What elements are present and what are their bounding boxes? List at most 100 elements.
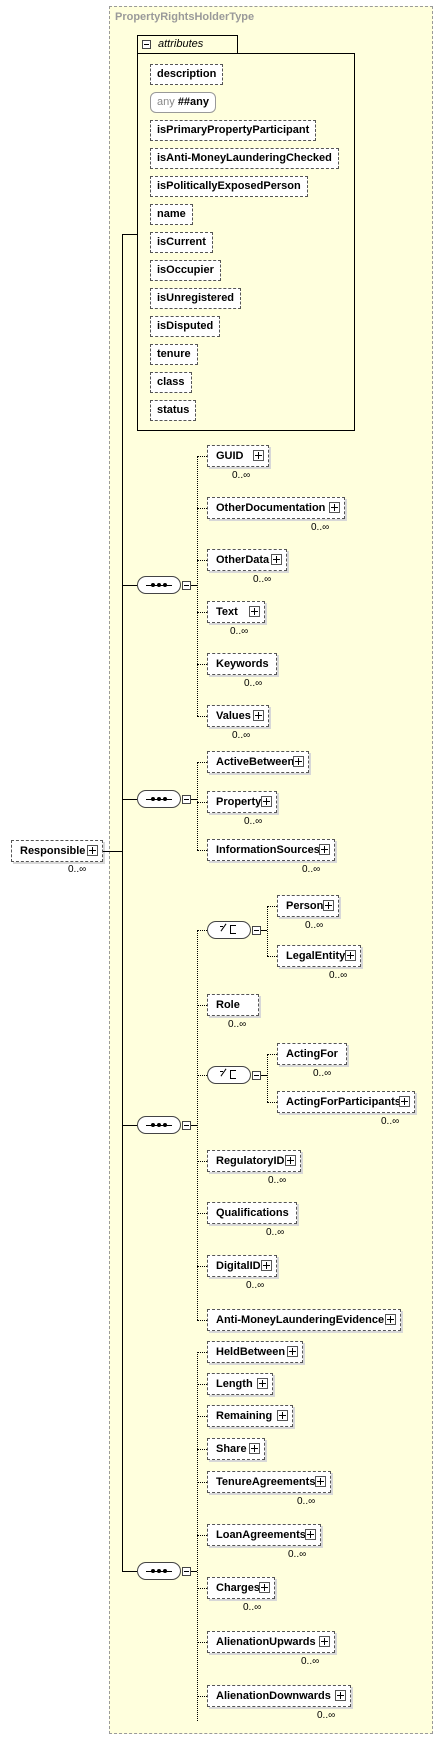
- element-box[interactable]: Text: [207, 601, 265, 623]
- expand-icon[interactable]: [315, 1476, 326, 1487]
- any-value: ##any: [177, 96, 210, 108]
- expand-icon[interactable]: [271, 554, 282, 565]
- collapse-icon[interactable]: [252, 926, 261, 935]
- expand-icon[interactable]: [293, 756, 304, 767]
- collapse-icon[interactable]: [252, 1071, 261, 1080]
- root-element[interactable]: Responsible: [11, 840, 103, 862]
- element-box[interactable]: AlienationUpwards: [207, 1631, 335, 1653]
- expand-icon[interactable]: [253, 450, 264, 461]
- attributes-label: attributes: [158, 38, 204, 50]
- element-box[interactable]: ActiveBetween: [207, 751, 309, 773]
- cardinality: 0..∞: [329, 970, 348, 981]
- expand-icon[interactable]: [261, 1260, 272, 1271]
- cardinality: 0..∞: [244, 678, 263, 689]
- expand-icon[interactable]: [305, 1529, 316, 1540]
- collapse-icon[interactable]: [87, 845, 98, 856]
- expand-icon[interactable]: [335, 1690, 346, 1701]
- cardinality: 0..∞: [297, 1496, 316, 1507]
- cardinality: 0..∞: [301, 1656, 320, 1667]
- attribute-item[interactable]: isDisputed: [150, 316, 221, 337]
- element-box[interactable]: InformationSources: [207, 839, 335, 861]
- cardinality: 0..∞: [302, 864, 321, 875]
- element-box[interactable]: Role: [207, 994, 259, 1016]
- expand-icon[interactable]: [287, 1346, 298, 1357]
- element-box[interactable]: LegalEntity: [277, 945, 361, 967]
- cardinality: 0..∞: [381, 1116, 400, 1127]
- attribute-item[interactable]: status: [150, 400, 197, 421]
- collapse-icon[interactable]: [182, 1121, 191, 1130]
- element-box[interactable]: AlienationDownwards: [207, 1685, 351, 1707]
- expand-icon[interactable]: [261, 796, 272, 807]
- cardinality: 0..∞: [232, 470, 251, 481]
- element-box[interactable]: RegulatoryID: [207, 1150, 301, 1172]
- cardinality: 0..∞: [311, 522, 330, 533]
- expand-icon[interactable]: [285, 1155, 296, 1166]
- element-box[interactable]: OtherData: [207, 549, 287, 571]
- attribute-item[interactable]: isPrimaryPropertyParticipant: [150, 120, 317, 141]
- element-box[interactable]: Share: [207, 1438, 265, 1460]
- attribute-item[interactable]: isCurrent: [150, 232, 213, 253]
- expand-icon[interactable]: [323, 900, 334, 911]
- root-cardinality: 0..∞: [68, 864, 87, 875]
- sequence-compositor[interactable]: [137, 576, 181, 594]
- choice-compositor[interactable]: [207, 1066, 251, 1084]
- any-attribute[interactable]: any ##any: [150, 92, 217, 113]
- cardinality: 0..∞: [244, 816, 263, 827]
- element-box[interactable]: GUID: [207, 445, 269, 467]
- element-box[interactable]: Charges: [207, 1577, 275, 1599]
- expand-icon[interactable]: [257, 1378, 268, 1389]
- element-box[interactable]: Remaining: [207, 1405, 293, 1427]
- cardinality: 0..∞: [232, 730, 251, 741]
- cardinality: 0..∞: [268, 1175, 287, 1186]
- expand-icon[interactable]: [259, 1582, 270, 1593]
- sequence-compositor[interactable]: [137, 1562, 181, 1580]
- element-box[interactable]: Length: [207, 1373, 273, 1395]
- expand-icon[interactable]: [249, 606, 260, 617]
- element-box[interactable]: ActingForParticipants: [277, 1091, 415, 1113]
- element-box[interactable]: TenureAgreements: [207, 1471, 331, 1493]
- expand-icon[interactable]: [385, 1314, 396, 1325]
- expand-icon[interactable]: [319, 1636, 330, 1647]
- element-box[interactable]: DigitalID: [207, 1255, 277, 1277]
- cardinality: 0..∞: [230, 626, 249, 637]
- element-box[interactable]: Keywords: [207, 653, 277, 675]
- cardinality: 0..∞: [317, 1710, 336, 1721]
- element-box[interactable]: HeldBetween: [207, 1341, 303, 1363]
- element-box[interactable]: OtherDocumentation: [207, 497, 345, 519]
- element-box[interactable]: Values: [207, 705, 269, 727]
- collapse-icon[interactable]: [182, 795, 191, 804]
- element-box[interactable]: LoanAgreements: [207, 1524, 321, 1546]
- attribute-item[interactable]: isOccupier: [150, 260, 221, 281]
- sequence-compositor[interactable]: [137, 1116, 181, 1134]
- choice-compositor[interactable]: [207, 921, 251, 939]
- sequence-compositor[interactable]: [137, 790, 181, 808]
- element-box[interactable]: Anti-MoneyLaunderingEvidence: [207, 1309, 401, 1331]
- element-box[interactable]: Qualifications: [207, 1202, 297, 1224]
- collapse-icon[interactable]: [142, 40, 151, 49]
- element-box[interactable]: Person: [277, 895, 339, 917]
- expand-icon[interactable]: [253, 710, 264, 721]
- expand-icon[interactable]: [319, 844, 330, 855]
- attribute-item[interactable]: description: [150, 64, 224, 85]
- attribute-item[interactable]: isAnti-MoneyLaunderingChecked: [150, 148, 339, 169]
- element-box[interactable]: Property: [207, 791, 277, 813]
- attribute-item[interactable]: isPoliticallyExposedPerson: [150, 176, 308, 197]
- cardinality: 0..∞: [305, 920, 324, 931]
- root-label: Responsible: [20, 845, 86, 857]
- expand-icon[interactable]: [345, 950, 356, 961]
- cardinality: 0..∞: [253, 574, 272, 585]
- attribute-item[interactable]: name: [150, 204, 193, 225]
- attribute-item[interactable]: isUnregistered: [150, 288, 242, 309]
- element-box[interactable]: ActingFor: [277, 1043, 347, 1065]
- attribute-item[interactable]: class: [150, 372, 192, 393]
- collapse-icon[interactable]: [182, 581, 191, 590]
- expand-icon[interactable]: [249, 1443, 260, 1454]
- attribute-item[interactable]: tenure: [150, 344, 198, 365]
- collapse-icon[interactable]: [182, 1567, 191, 1576]
- cardinality: 0..∞: [313, 1068, 332, 1079]
- expand-icon[interactable]: [399, 1096, 410, 1107]
- expand-icon[interactable]: [277, 1410, 288, 1421]
- expand-icon[interactable]: [329, 502, 340, 513]
- cardinality: 0..∞: [266, 1227, 285, 1238]
- attributes-tab[interactable]: [137, 35, 238, 53]
